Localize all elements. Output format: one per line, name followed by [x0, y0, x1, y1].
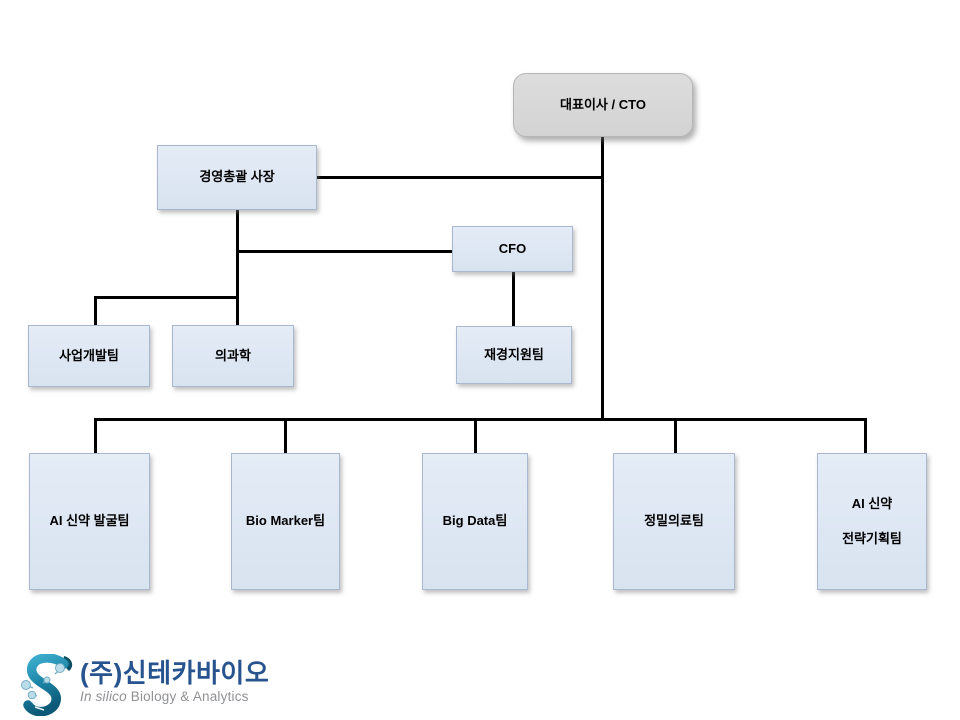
node-finance: 재경지원팀 — [456, 326, 572, 384]
connector-coo-to-cfo — [236, 250, 452, 253]
connector-cfo-drop — [512, 272, 515, 326]
company-logo-text: (주)신테카바이오 In silico Biology & Analytics — [80, 658, 270, 704]
node-ai-strategy: AI 신약 전략기획팀 — [817, 453, 927, 590]
node-ai-discovery-label: AI 신약 발굴팀 — [49, 513, 130, 529]
node-precision-label: 정밀의료팀 — [644, 513, 704, 529]
connector-coo-vertical — [236, 210, 239, 325]
connector-drop-ai-strategy — [864, 418, 867, 453]
node-precision: 정밀의료팀 — [613, 453, 735, 590]
node-biomarker: Bio Marker팀 — [231, 453, 340, 590]
tagline-rest-part: Biology & Analytics — [126, 689, 249, 705]
node-med-sci: 의과학 — [172, 325, 294, 387]
node-ai-strategy-line2: 전략기획팀 — [842, 530, 902, 546]
connector-bottom-horiz — [94, 418, 867, 421]
node-cfo-label: CFO — [498, 240, 527, 256]
node-coo: 경영총괄 사장 — [157, 145, 317, 210]
connector-ceo-vertical — [601, 137, 604, 420]
node-bigdata-label: Big Data팀 — [442, 513, 508, 529]
node-finance-label: 재경지원팀 — [484, 346, 544, 362]
node-ai-discovery: AI 신약 발굴팀 — [29, 453, 150, 590]
node-ai-strategy-line1: AI 신약 — [851, 496, 893, 512]
connector-junction-horiz — [94, 296, 239, 299]
company-logo: (주)신테카바이오 In silico Biology & Analytics — [18, 654, 269, 716]
node-coo-label: 경영총괄 사장 — [199, 169, 275, 185]
dna-helix-s-icon — [21, 654, 73, 716]
connector-drop-precision — [674, 418, 677, 453]
connector-drop-bigdata — [474, 418, 477, 453]
connector-bizdev-drop — [94, 296, 97, 325]
node-biz-dev-label: 사업개발팀 — [59, 347, 119, 363]
company-tagline: In silico Biology & Analytics — [80, 689, 269, 704]
node-cfo: CFO — [452, 226, 573, 272]
node-biz-dev: 사업개발팀 — [28, 325, 150, 387]
node-ceo: 대표이사 / CTO — [513, 73, 693, 137]
company-name: (주)신테카바이오 — [80, 658, 270, 688]
connector-coo-to-ceo — [317, 176, 604, 179]
node-bigdata: Big Data팀 — [422, 453, 528, 590]
node-biomarker-label: Bio Marker팀 — [245, 513, 326, 529]
node-med-sci-label: 의과학 — [215, 347, 251, 363]
node-ceo-label: 대표이사 / CTO — [560, 96, 646, 112]
tagline-italic-part: In silico — [80, 689, 127, 705]
connector-drop-ai-discovery — [94, 418, 97, 453]
connector-drop-biomarker — [284, 418, 287, 453]
